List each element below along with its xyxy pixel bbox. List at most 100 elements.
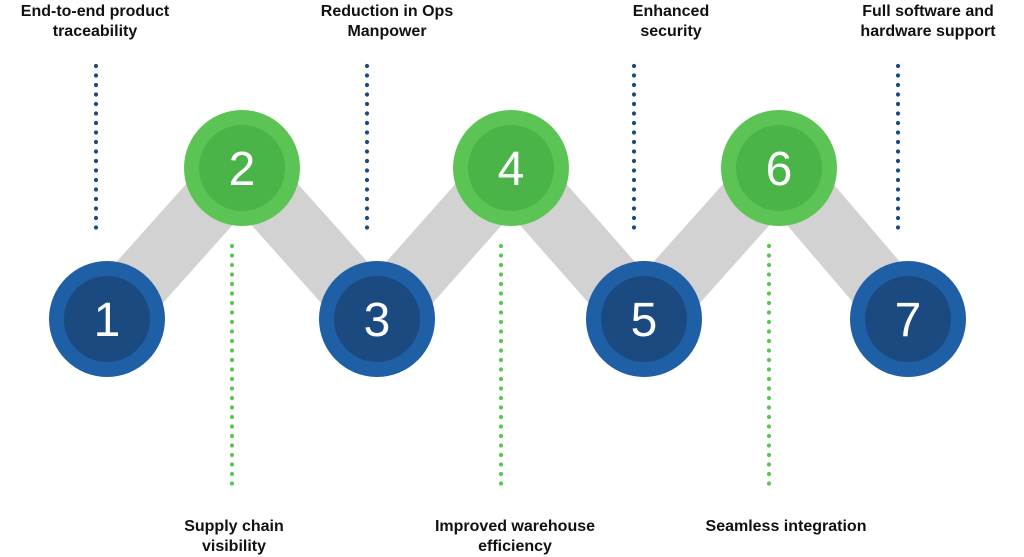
leader-dot <box>364 82 370 88</box>
leader-dot <box>766 329 772 334</box>
step-2-inner-disc <box>199 125 285 211</box>
leader-dot <box>498 386 504 391</box>
leader-dot <box>229 281 235 287</box>
leader-dot <box>631 225 637 230</box>
leader-dot <box>364 168 370 173</box>
leader-dot <box>766 462 772 467</box>
step-4-label-line-1: Improved warehouse <box>434 518 596 535</box>
leader-dot <box>766 291 772 296</box>
leader-dot <box>631 149 637 154</box>
leader-dot <box>229 243 235 249</box>
step-1-inner-disc <box>64 276 150 362</box>
leader-dot <box>93 139 99 145</box>
leader-dot <box>498 471 504 477</box>
leader-dot <box>229 338 235 344</box>
leader-dot <box>631 139 637 145</box>
leader-dot <box>498 348 504 353</box>
leader-dot <box>766 471 772 477</box>
leader-dot <box>895 177 901 183</box>
step-3-node: 3 <box>319 261 435 377</box>
step-7-label: Full software and hardware support <box>828 2 1024 42</box>
leader-dot <box>498 433 504 439</box>
step-4-inner-disc <box>468 125 554 211</box>
leader-dot <box>364 225 370 230</box>
leader-dot <box>364 177 370 183</box>
leader-dot <box>229 310 235 315</box>
leader-dot <box>93 168 99 173</box>
leader-dot <box>498 443 504 448</box>
leader-dot <box>93 63 99 69</box>
leader-dot <box>498 462 504 467</box>
leader-dot <box>766 481 772 486</box>
leader-dot <box>631 130 637 135</box>
step-4-node: 4 <box>453 110 569 226</box>
step-6-label-line-1: Seamless integration <box>705 518 867 535</box>
leader-dot <box>229 300 235 306</box>
leader-dot <box>498 291 504 296</box>
leader-dot <box>766 243 772 249</box>
leader-dot <box>631 120 637 126</box>
leader-dot <box>895 158 901 164</box>
leader-dot <box>498 405 504 410</box>
leader-dot <box>364 196 370 202</box>
step-6-number: 6 <box>766 143 793 196</box>
leader-dot <box>498 329 504 334</box>
leader-dot <box>93 101 99 107</box>
connector-scallop <box>320 114 433 226</box>
leader-dot <box>766 443 772 448</box>
step-4-number: 4 <box>498 143 525 196</box>
leader-dot <box>631 73 637 78</box>
leader-dot <box>766 405 772 410</box>
leader-dot <box>498 300 504 306</box>
leader-dot <box>895 82 901 88</box>
leader-dot <box>498 243 504 249</box>
leader-dot <box>229 367 235 372</box>
step-1-label-line-2: traceability <box>52 23 138 40</box>
leader-dot <box>93 111 99 116</box>
leader-dot <box>364 130 370 135</box>
leader-dot <box>766 348 772 353</box>
leader-dot <box>93 130 99 135</box>
step-1-node: 1 <box>49 261 165 377</box>
step-3-label-line-2: Manpower <box>347 23 427 40</box>
step-4-label: Improved warehouse efficiency <box>415 517 615 557</box>
leader-dot <box>229 357 235 363</box>
leader-dot <box>766 281 772 287</box>
leader-dot <box>364 63 370 69</box>
leader-dot <box>229 386 235 391</box>
connector-scallop <box>454 262 567 374</box>
leader-dot <box>364 92 370 97</box>
leader-dot <box>895 139 901 145</box>
leader-dot <box>229 443 235 448</box>
leader-dot <box>766 310 772 315</box>
leader-dot <box>93 225 99 230</box>
leader-dot <box>93 158 99 164</box>
leader-dot <box>364 206 370 211</box>
leader-dot <box>895 120 901 126</box>
step-5-label-line-2: security <box>640 23 702 40</box>
leader-dot <box>631 196 637 202</box>
step-7-node: 7 <box>850 261 966 377</box>
leader-dot <box>93 73 99 78</box>
step-2-node: 2 <box>184 110 300 226</box>
step-5-label: Enhanced security <box>571 2 771 42</box>
leader-dot <box>766 319 772 325</box>
leader-dot <box>498 262 504 268</box>
leader-dot <box>229 291 235 296</box>
leader-dot <box>895 101 901 107</box>
leader-dot <box>895 215 901 221</box>
leader-dot <box>229 348 235 353</box>
leader-dot <box>229 376 235 382</box>
leader-dot <box>631 111 637 116</box>
leader-dot <box>766 253 772 258</box>
leader-dot <box>364 73 370 78</box>
step-1-number: 1 <box>94 294 121 347</box>
step-1-label: End-to-end product traceability <box>0 2 195 42</box>
step-2-label-line-2: visibility <box>201 538 267 555</box>
leader-dot <box>895 92 901 97</box>
leader-dot <box>498 338 504 344</box>
leader-dot <box>93 196 99 202</box>
leader-dot <box>498 395 504 401</box>
step-5-label-line-1: Enhanced <box>632 3 710 20</box>
